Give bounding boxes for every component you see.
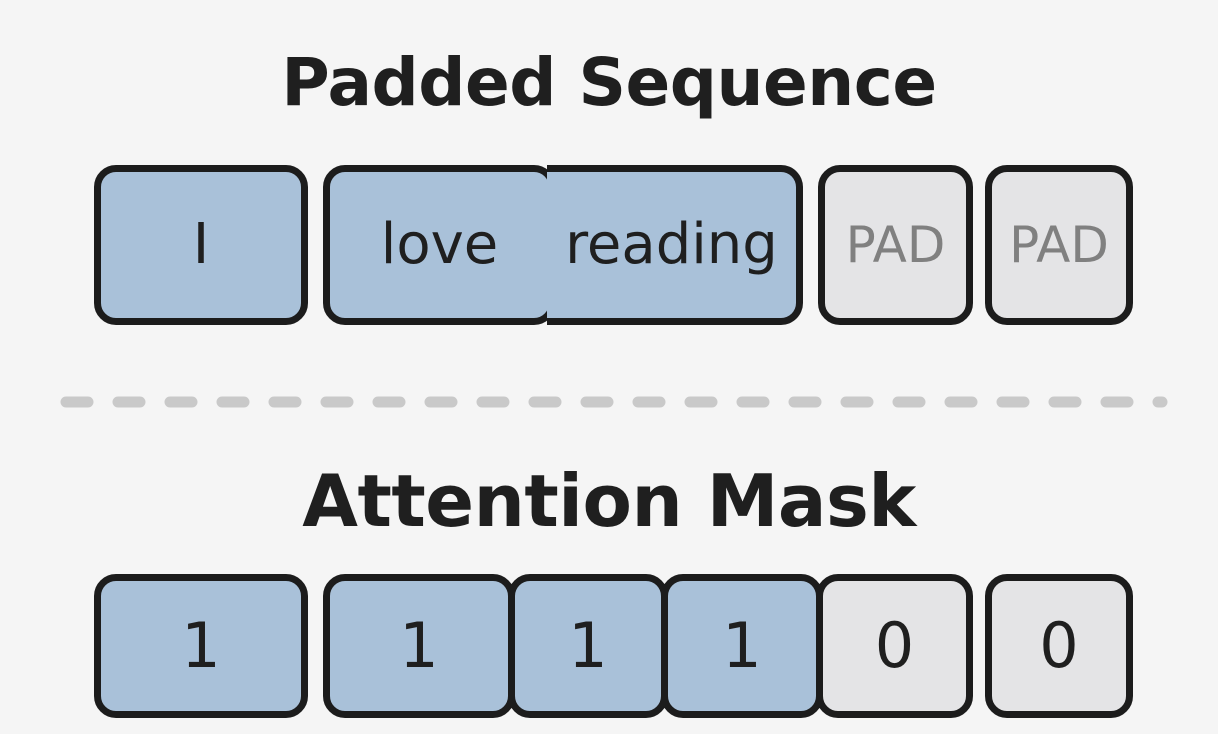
token-label: reading <box>565 212 778 277</box>
token-label: PAD <box>1009 216 1109 274</box>
mask-value: 1 <box>568 609 608 682</box>
token-label: PAD <box>845 216 946 274</box>
mask-cell-zero: 0 <box>985 574 1133 718</box>
mask-value: 1 <box>181 609 221 682</box>
padded-sequence-title: Padded Sequence <box>281 44 937 121</box>
token-label: I <box>192 212 210 277</box>
token-cell-love: love <box>323 165 556 325</box>
mask-cell-one: 1 <box>323 574 515 718</box>
mask-value: 0 <box>1039 609 1079 682</box>
token-cell-pad: PAD <box>985 165 1133 325</box>
token-cell-i: I <box>94 165 308 325</box>
token-cell-reading: reading <box>547 165 803 325</box>
mask-cell-one: 1 <box>508 574 668 718</box>
mask-value: 1 <box>399 609 439 682</box>
token-cell-pad: PAD <box>818 165 973 325</box>
mask-cell-one: 1 <box>94 574 308 718</box>
mask-cell-one: 1 <box>661 574 823 718</box>
mask-cell-zero: 0 <box>816 574 973 718</box>
mask-value: 1 <box>722 609 762 682</box>
token-label: love <box>380 212 499 277</box>
dashed-divider <box>60 396 1168 408</box>
attention-mask-title: Attention Mask <box>302 459 916 543</box>
mask-value: 0 <box>874 609 915 682</box>
